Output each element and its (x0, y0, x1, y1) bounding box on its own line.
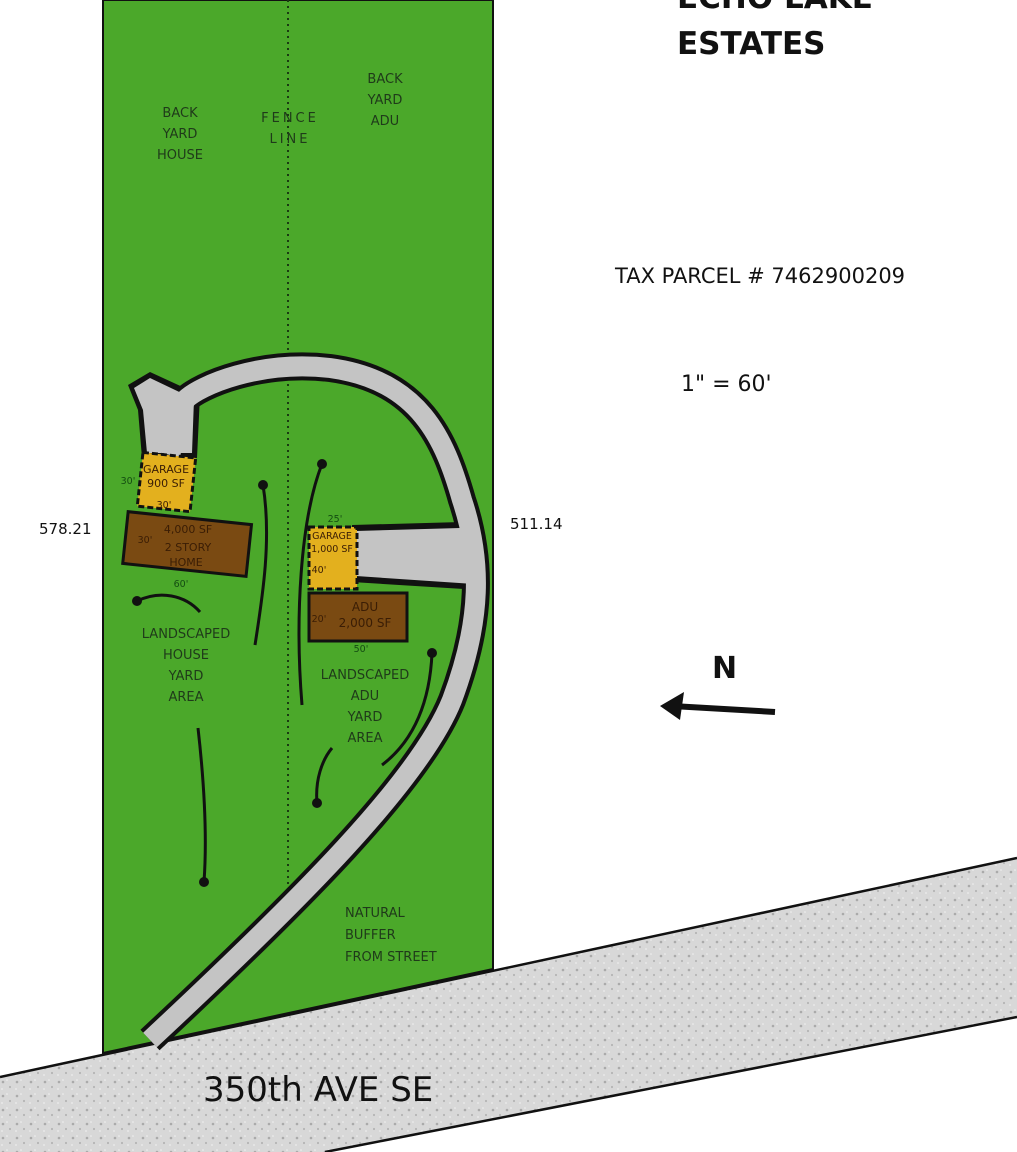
north-label: N (712, 651, 737, 686)
label-fence-line: FENCE LINE (261, 111, 319, 147)
house (121, 510, 254, 578)
house-dim-bottom: 60' (174, 579, 189, 590)
house-label-1: 4,000 SF (164, 523, 212, 536)
house-dim-side: 30' (138, 535, 153, 546)
label-landscaped-house: LANDSCAPED HOUSE YARD AREA (142, 627, 230, 705)
adu (307, 591, 409, 643)
road-edge-bottom (324, 1015, 1017, 1152)
street-name: 350th AVE SE (203, 1070, 433, 1110)
svg-text:LINE: LINE (269, 132, 310, 147)
svg-text:ADU: ADU (371, 114, 399, 129)
svg-text:FENCE: FENCE (261, 111, 319, 126)
left-boundary-length: 578.21 (39, 520, 92, 538)
landscape-dots (132, 459, 437, 887)
svg-text:BACK: BACK (367, 72, 403, 87)
adu-garage (307, 525, 359, 591)
adu-dim-side: 20' (312, 614, 327, 625)
house-garage (135, 450, 198, 514)
svg-text:YARD: YARD (162, 127, 198, 142)
adu-label-1: ADU (352, 600, 378, 614)
label-natural-buffer: NATURAL BUFFER FROM STREET (345, 906, 437, 965)
svg-text:FROM STREET: FROM STREET (345, 950, 437, 965)
north-arrow-icon (660, 692, 776, 720)
house-garage-label-2: 900 SF (147, 477, 185, 490)
svg-text:YARD: YARD (347, 710, 383, 725)
house-garage-dim-bottom: 30' (157, 500, 172, 511)
label-landscaped-adu: LANDSCAPED ADU YARD AREA (321, 668, 409, 746)
title-line-1: ECHO LAKE (677, 0, 873, 16)
landscape-lines (136, 463, 434, 883)
right-boundary-length: 511.14 (510, 515, 563, 533)
svg-text:ADU: ADU (351, 689, 379, 704)
svg-text:HOUSE: HOUSE (157, 148, 203, 163)
scale-label: 1" = 60' (681, 372, 772, 397)
street-road (0, 858, 1017, 1152)
adu-garage-label-2: 1,000 SF (311, 544, 353, 555)
svg-text:YARD: YARD (168, 669, 204, 684)
house-garage-label-1: GARAGE (143, 463, 189, 476)
house-garage-dim-side: 30' (121, 476, 136, 487)
label-back-yard-adu: BACK YARD ADU (367, 72, 404, 129)
svg-text:LANDSCAPED: LANDSCAPED (142, 627, 230, 642)
house-label-3: HOME (169, 556, 202, 569)
label-back-yard-house: BACK YARD HOUSE (157, 106, 203, 163)
svg-text:NATURAL: NATURAL (345, 906, 405, 921)
svg-text:BACK: BACK (162, 106, 198, 121)
adu-label-2: 2,000 SF (339, 616, 392, 630)
svg-text:BUFFER: BUFFER (345, 928, 396, 943)
adu-garage-label-1: GARAGE (312, 531, 352, 542)
svg-text:AREA: AREA (347, 731, 382, 746)
adu-garage-dim-side: 40' (312, 565, 327, 576)
tax-parcel: TAX PARCEL # 7462900209 (614, 264, 905, 288)
adu-dim-bottom: 50' (354, 644, 369, 655)
adu-garage-dim-top: 25' (328, 514, 343, 525)
svg-text:YARD: YARD (367, 93, 403, 108)
svg-text:HOUSE: HOUSE (163, 648, 209, 663)
driveway (128, 352, 490, 1051)
title-line-2: ESTATES (677, 26, 825, 62)
svg-text:AREA: AREA (168, 690, 203, 705)
house-label-2: 2 STORY (165, 541, 212, 554)
svg-text:LANDSCAPED: LANDSCAPED (321, 668, 409, 683)
